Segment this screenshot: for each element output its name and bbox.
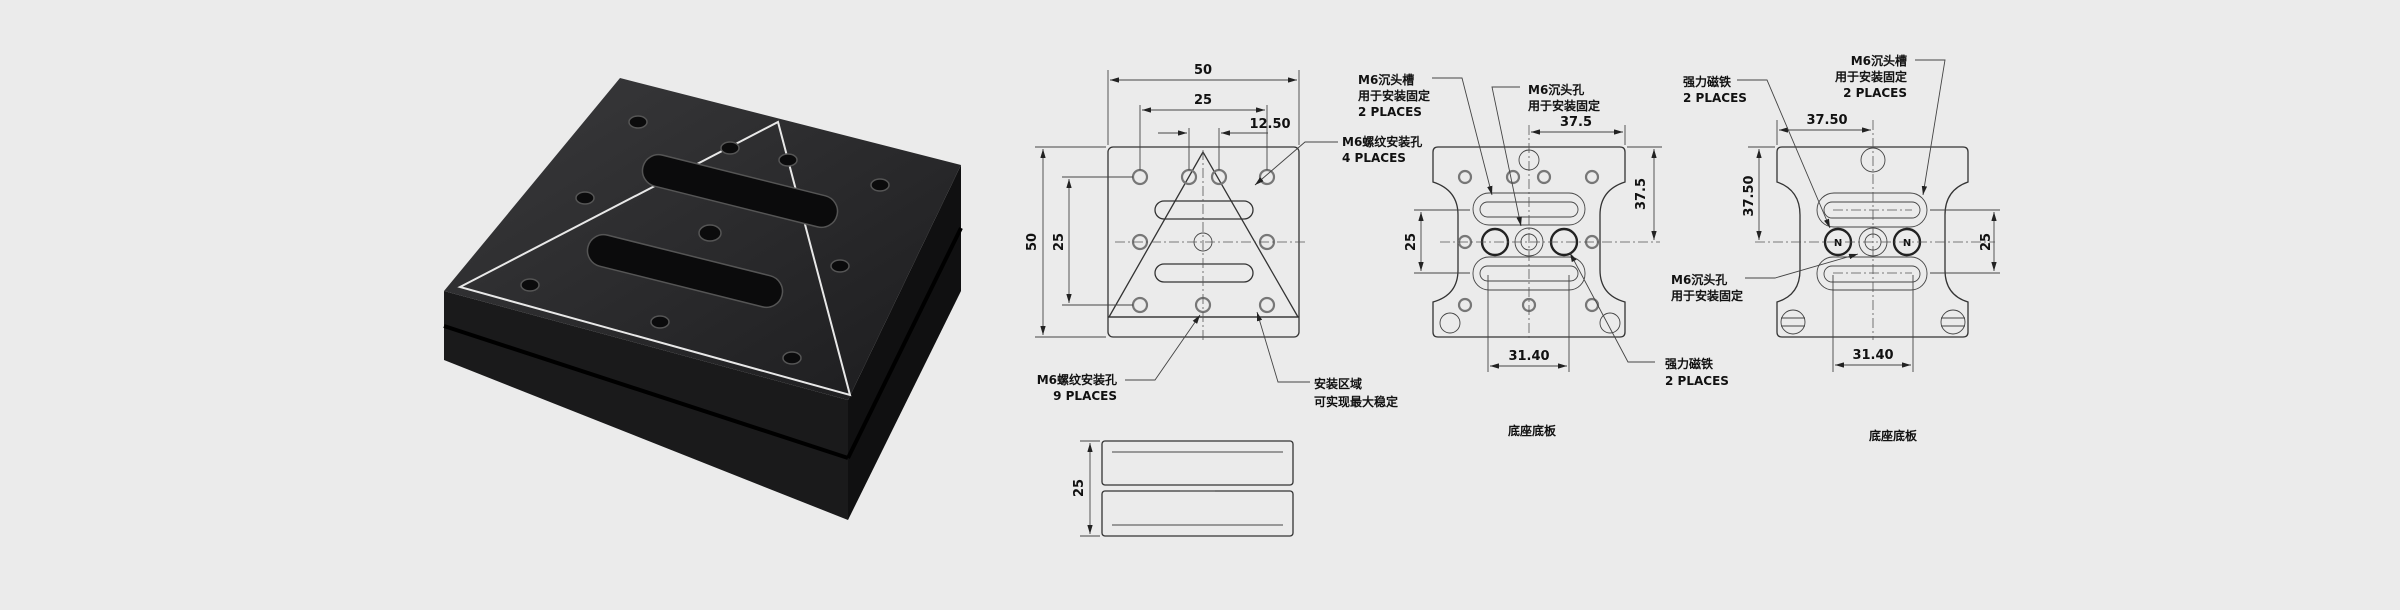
callout-slot-2: 用于安装固定 xyxy=(1357,88,1430,103)
b2-dim-right: 25 xyxy=(1979,233,1994,251)
b1-callout-magnet-2: 2 PLACES xyxy=(1665,374,1729,388)
dim-hole-span: 25 xyxy=(1194,93,1212,108)
dim-height: 50 xyxy=(1025,233,1040,251)
callout-slot-3: 2 PLACES xyxy=(1358,105,1422,119)
b2-callout-slot-3: 2 PLACES xyxy=(1843,86,1907,100)
b1-dim-bottom: 31.40 xyxy=(1508,349,1549,364)
b2-caption: 底座底板 xyxy=(1869,428,1918,443)
b2-callout-counterbore-1: M6沉头孔 xyxy=(1671,272,1727,287)
b1-callout-magnet-1: 强力磁铁 xyxy=(1665,356,1713,371)
dim-row-span: 25 xyxy=(1052,233,1067,251)
dim-width: 50 xyxy=(1194,63,1212,78)
side-dim-height: 25 xyxy=(1072,479,1087,497)
mounting-area-triangle xyxy=(457,120,852,397)
b2-dim-bottom: 31.40 xyxy=(1852,348,1893,363)
b1-callout-counterbore-1: M6沉头孔 xyxy=(1528,82,1584,97)
bottom-view-1-drawing: M6沉头孔 用于安装固定 37.5 37.5 25 31.40 强力磁铁 2 P… xyxy=(1404,77,1729,438)
callout-thread9-2: 9 PLACES xyxy=(1053,389,1117,403)
b1-dim-left: 25 xyxy=(1404,233,1419,251)
b2-callout-magnet-1: 强力磁铁 xyxy=(1683,74,1731,89)
callout-thread9-1: M6螺纹安装孔 xyxy=(1037,372,1117,387)
top-view-drawing: 50 25 12.50 50 25 M6沉头槽 用于安装固定 2 PLACES … xyxy=(1025,63,1430,409)
b1-dim-right: 37.5 xyxy=(1634,178,1649,210)
product-render xyxy=(443,78,963,520)
b2-callout-slot-2: 用于安装固定 xyxy=(1834,69,1907,84)
callout-area-2: 可实现最大稳定 xyxy=(1314,394,1398,409)
magnet-mark-right: N xyxy=(1903,238,1911,249)
magnet-mark-left: N xyxy=(1834,238,1842,249)
b2-dim-top: 37.50 xyxy=(1806,113,1847,128)
b2-callout-counterbore-2: 用于安装固定 xyxy=(1670,288,1743,303)
b1-caption: 底座底板 xyxy=(1508,423,1557,438)
callout-thread4-1: M6螺纹安装孔 xyxy=(1342,134,1422,149)
callout-area-1: 安装区域 xyxy=(1314,376,1362,391)
dim-offset: 12.50 xyxy=(1249,117,1290,132)
side-view-drawing: 25 xyxy=(1072,440,1294,537)
b1-callout-counterbore-2: 用于安装固定 xyxy=(1527,98,1600,113)
callout-slot-1: M6沉头槽 xyxy=(1358,72,1414,87)
callout-thread4-2: 4 PLACES xyxy=(1342,151,1406,165)
b2-callout-magnet-2: 2 PLACES xyxy=(1683,91,1747,105)
b1-dim-top: 37.5 xyxy=(1560,115,1592,130)
b2-dim-left: 37.50 xyxy=(1742,175,1757,216)
bottom-view-2-drawing: N N 强力磁铁 2 PLACES M6沉头槽 用于安装固定 2 PLACES … xyxy=(1670,53,2000,443)
b2-callout-slot-1: M6沉头槽 xyxy=(1851,53,1907,68)
